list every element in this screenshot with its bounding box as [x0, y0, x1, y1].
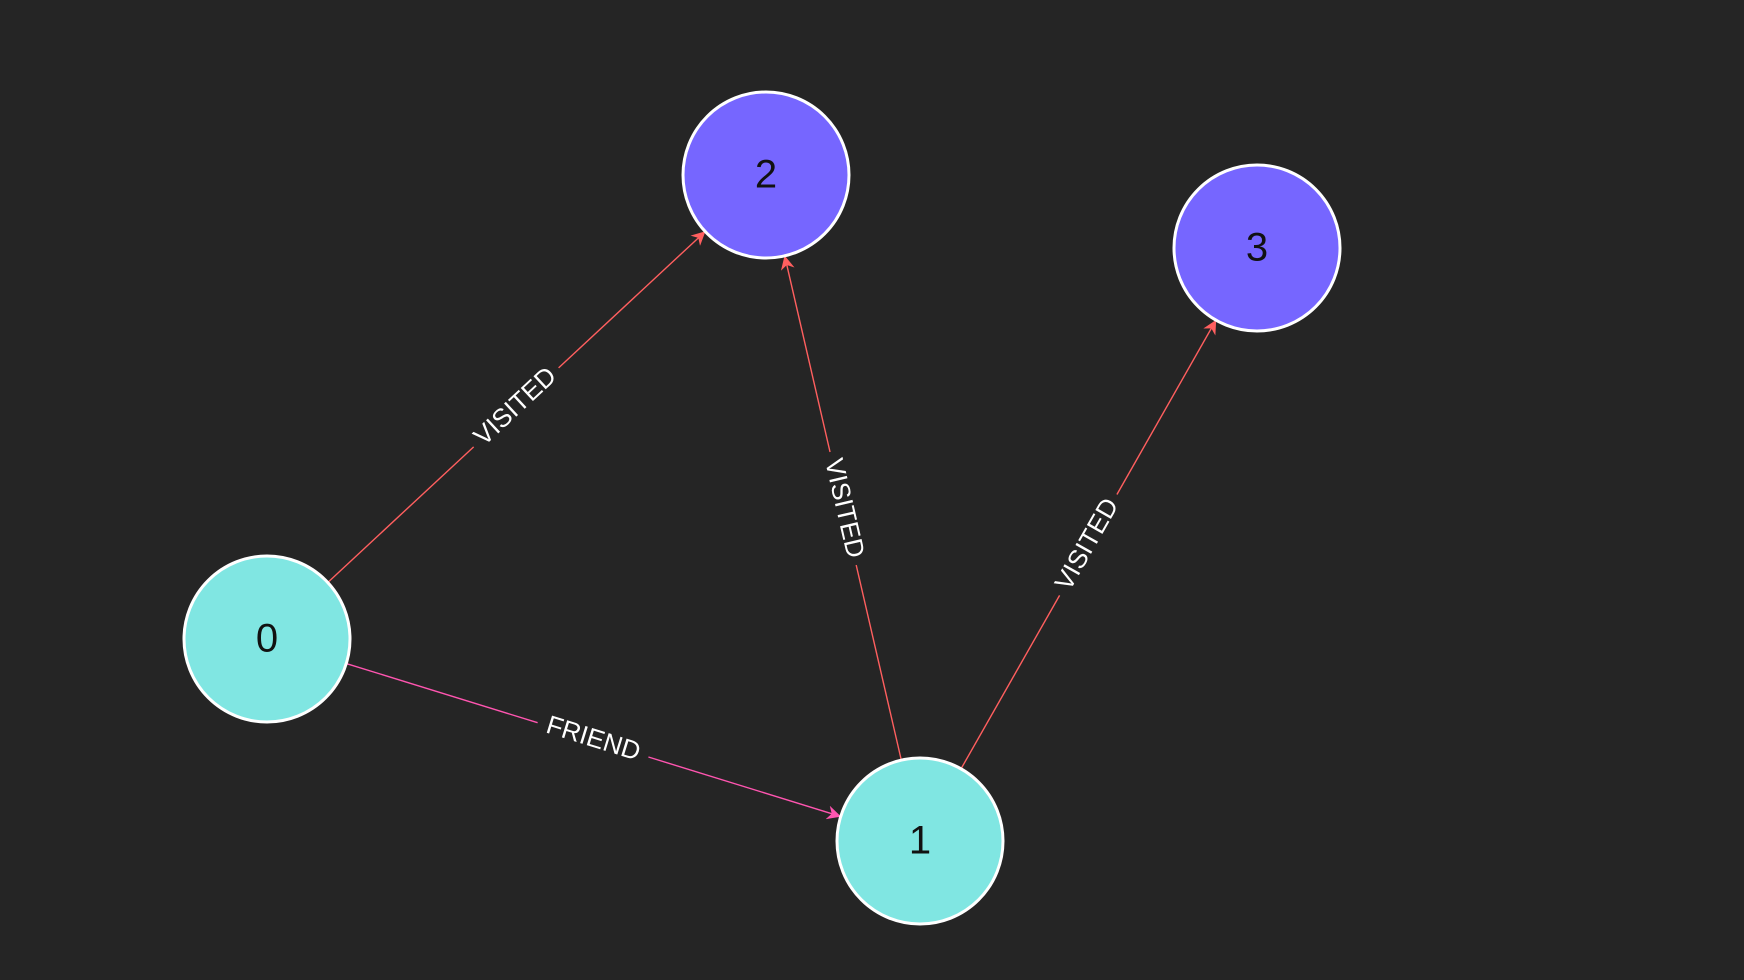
- edge-line: [780, 255, 831, 453]
- node-label: 0: [256, 617, 278, 661]
- edge-line: [327, 446, 475, 583]
- node-1[interactable]: 1: [835, 756, 1005, 926]
- node-label: 2: [755, 153, 777, 197]
- nodes-layer: 0 1 2 3: [182, 90, 1342, 926]
- node-2[interactable]: 2: [681, 90, 851, 260]
- edge-1-2[interactable]: VISITED: [780, 255, 902, 761]
- node-circle[interactable]: [182, 554, 352, 724]
- edge-line: [558, 231, 706, 369]
- node-0[interactable]: 0: [182, 554, 352, 724]
- edges-layer: VISITED VISITED VISITED FRIEND: [327, 231, 1217, 820]
- edge-label: VISITED: [467, 360, 561, 451]
- node-circle[interactable]: [1172, 163, 1342, 333]
- edge-label: FRIEND: [543, 709, 644, 766]
- edge-line: [346, 662, 538, 724]
- edge-1-3[interactable]: VISITED: [960, 319, 1217, 770]
- node-circle[interactable]: [835, 756, 1005, 926]
- node-label: 1: [909, 819, 931, 863]
- edge-0-2[interactable]: VISITED: [327, 231, 706, 583]
- edge-line: [1116, 319, 1217, 495]
- edge-line: [648, 756, 842, 820]
- edge-line: [855, 564, 902, 761]
- edge-label: VISITED: [1048, 493, 1124, 596]
- edge-label: VISITED: [819, 455, 871, 560]
- node-circle[interactable]: [681, 90, 851, 260]
- node-3[interactable]: 3: [1172, 163, 1342, 333]
- node-label: 3: [1246, 226, 1268, 270]
- edge-0-1[interactable]: FRIEND: [346, 662, 842, 820]
- edge-line: [960, 595, 1061, 770]
